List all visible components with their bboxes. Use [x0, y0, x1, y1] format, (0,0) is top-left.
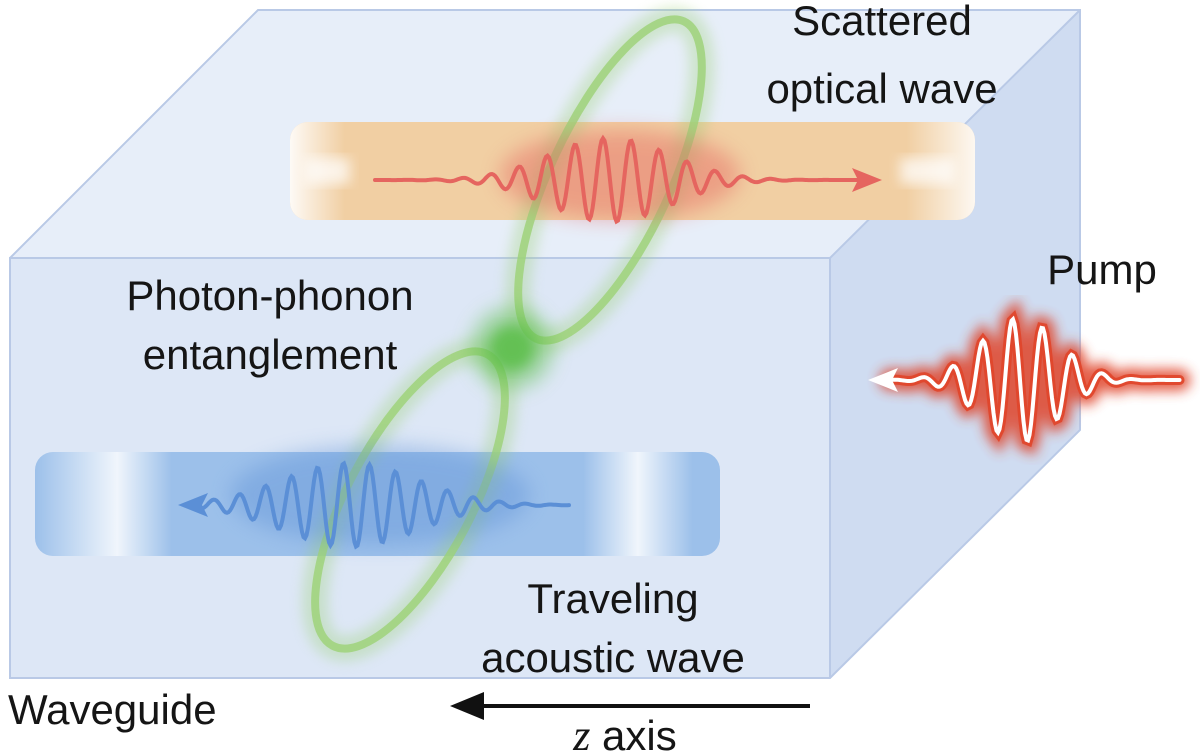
optical-wave-glow — [500, 130, 740, 220]
arrow-left-icon — [178, 493, 208, 517]
optical-wave-line — [373, 134, 863, 225]
label-scattered-line2: optical wave — [766, 65, 997, 112]
entanglement-core — [490, 326, 534, 370]
optical-tube-inner-left — [305, 158, 350, 184]
waveguide-box — [9, 9, 1081, 679]
label-scattered-line1: Scattered — [792, 0, 972, 44]
scattered-optical-wave — [373, 130, 882, 225]
z-axis-arrow — [450, 692, 810, 720]
acoustic-wave-line — [198, 460, 571, 550]
label-traveling-line2: acoustic wave — [481, 634, 745, 681]
label-traveling-line1: Traveling — [527, 575, 698, 622]
arrow-right-icon — [852, 168, 882, 192]
label-entanglement-line1: Photon-phonon — [126, 272, 413, 319]
traveling-acoustic-wave — [178, 445, 571, 550]
box-side-face — [830, 10, 1080, 678]
optical-tube-inner-right — [900, 158, 955, 184]
pump-wave-line — [888, 315, 1182, 444]
arrow-left-icon — [868, 368, 898, 392]
acoustic-wave-glow — [230, 445, 530, 545]
z-axis-variable: z — [572, 711, 590, 755]
z-axis-suffix: axis — [590, 712, 676, 755]
arrow-left-icon — [450, 692, 484, 720]
label-z-axis: z axis — [572, 711, 676, 755]
label-entanglement-line2: entanglement — [143, 331, 398, 378]
pump-wave — [868, 298, 1191, 456]
label-pump: Pump — [1047, 246, 1157, 293]
label-waveguide: Waveguide — [8, 686, 217, 733]
